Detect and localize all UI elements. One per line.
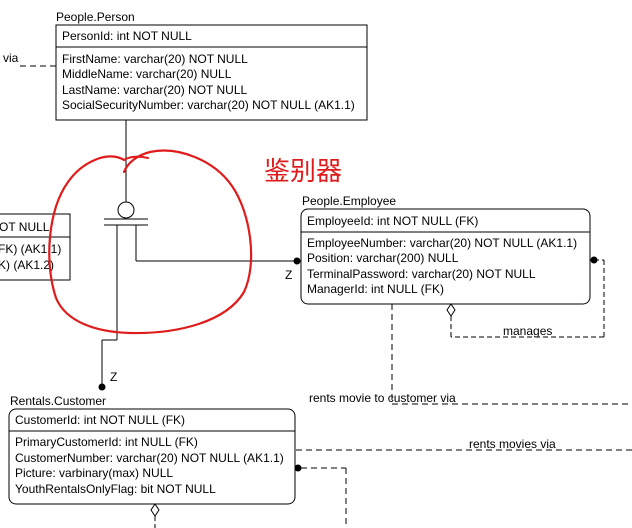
employee-attr-text: Position: varchar(200) NULL bbox=[307, 251, 459, 265]
employee-attr-text: TerminalPassword: varchar(20) NOT NULL bbox=[307, 267, 536, 281]
discriminator-annotation-text: 鉴别器 bbox=[264, 157, 342, 187]
customer-self-relationship[interactable] bbox=[150, 503, 160, 528]
customer-key-text: CustomerId: int NOT NULL (FK) bbox=[15, 413, 185, 427]
customer-attr-text: Picture: varbinary(max) NULL bbox=[15, 466, 173, 480]
customer-outgoing-relationship[interactable] bbox=[294, 464, 347, 528]
person-key-text: PersonId: int NOT NULL bbox=[62, 29, 192, 43]
via-label: via bbox=[3, 51, 19, 65]
rents-movie-to-customer-label: rents movie to customer via bbox=[309, 391, 456, 405]
discriminator-annotation: 鉴别器 bbox=[48, 149, 342, 335]
manages-relationship[interactable] bbox=[446, 256, 605, 338]
person-attr-text: MiddleName: varchar(20) NULL bbox=[62, 67, 232, 81]
partial-key-text: OT NULL bbox=[0, 220, 50, 234]
z-customer-label: Z bbox=[110, 370, 117, 384]
employee-attr-text: EmployeeNumber: varchar(20) NOT NULL (AK… bbox=[307, 236, 577, 250]
rents-movie-to-customer-relationship[interactable] bbox=[391, 304, 632, 405]
person-attr-text: SocialSecurityNumber: varchar(20) NOT NU… bbox=[62, 98, 355, 112]
z-employee-label: Z bbox=[285, 268, 292, 282]
customer-attr-text: PrimaryCustomerId: int NULL (FK) bbox=[15, 435, 198, 449]
customer-attr-text: CustomerNumber: varchar(20) NOT NULL (AK… bbox=[15, 451, 284, 465]
person-attr-text: LastName: varchar(20) NOT NULL bbox=[62, 83, 248, 97]
employee-attr-text: ManagerId: int NULL (FK) bbox=[307, 282, 444, 296]
person-entity[interactable]: PersonId: int NOT NULL FirstName: varcha… bbox=[55, 24, 368, 121]
customer-attr-text: YouthRentalsOnlyFlag: bit NOT NULL bbox=[15, 482, 216, 496]
partial-attr-text: FK) (AK1.1) bbox=[0, 242, 61, 256]
customer-entity-title: Rentals.Customer bbox=[10, 394, 106, 408]
employee-key-text: EmployeeId: int NOT NULL (FK) bbox=[307, 214, 478, 228]
person-attr-text: FirstName: varchar(20) NOT NULL bbox=[62, 52, 248, 66]
employee-entity[interactable]: EmployeeId: int NOT NULL (FK) EmployeeNu… bbox=[300, 208, 591, 305]
person-entity-title: People.Person bbox=[56, 10, 135, 24]
customer-entity[interactable]: CustomerId: int NOT NULL (FK) PrimaryCus… bbox=[8, 408, 296, 505]
manages-label: manages bbox=[503, 324, 552, 338]
partial-entity[interactable]: OT NULL FK) (AK1.1) K) (AK1.2) bbox=[0, 213, 71, 281]
partial-attr-text: K) (AK1.2) bbox=[0, 258, 54, 272]
category-discriminator-symbol[interactable] bbox=[98, 120, 301, 391]
employee-entity-title: People.Employee bbox=[302, 194, 396, 208]
rents-movies-label: rents movies via bbox=[469, 437, 556, 451]
